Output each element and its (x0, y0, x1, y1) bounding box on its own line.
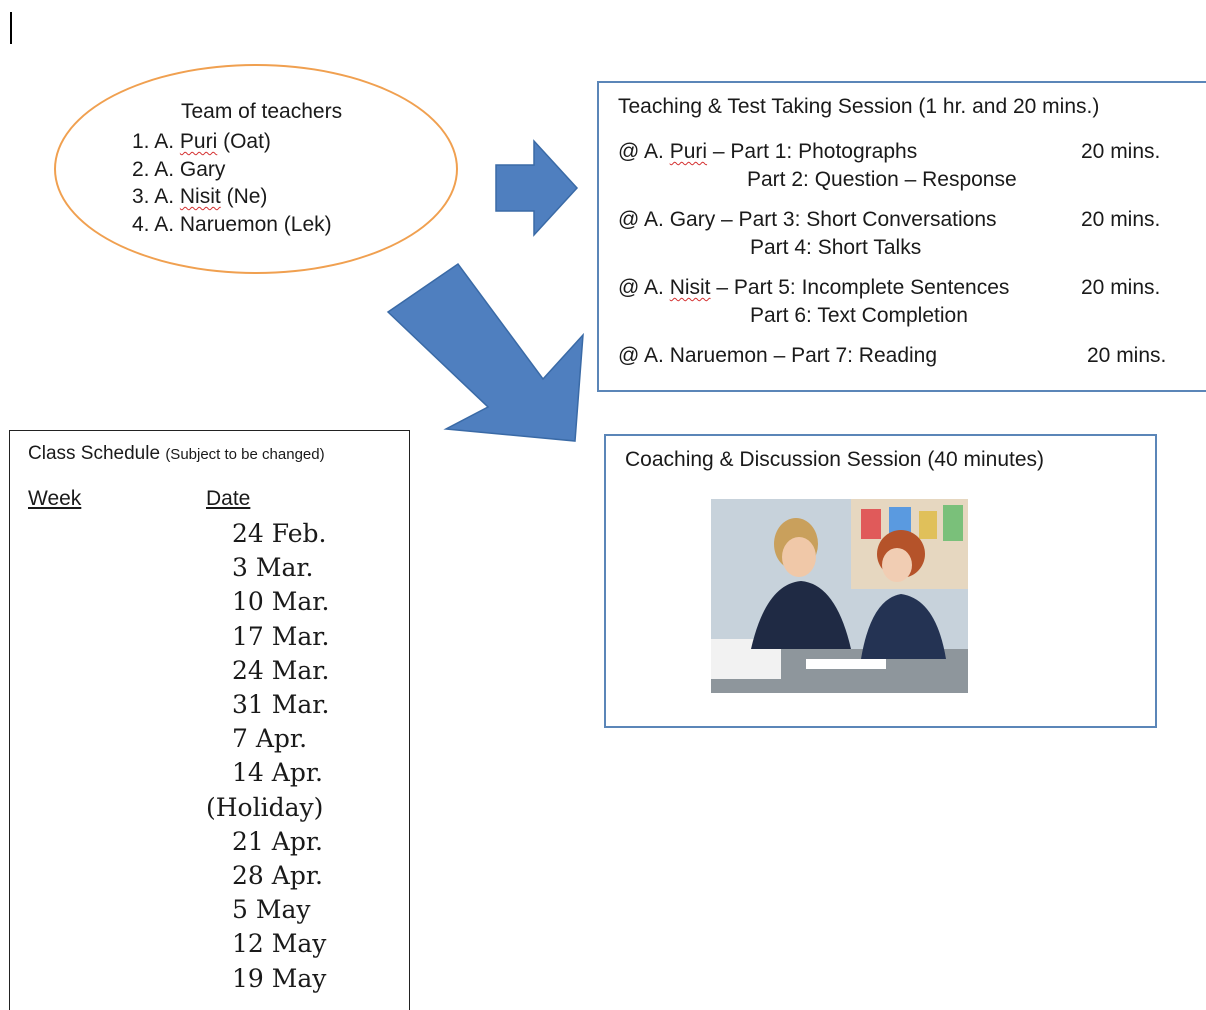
teaching-session-box: Teaching & Test Taking Session (1 hr. an… (597, 81, 1206, 392)
teacher-name: Naruemon (179, 212, 278, 236)
date-item: 21 Apr. (232, 826, 323, 856)
date-list: 24 Feb. 3 Mar. 10 Mar. 17 Mar. 24 Mar. 3… (206, 517, 329, 996)
date-item: 19 May (232, 963, 327, 993)
teacher-name: Puri (179, 130, 218, 153)
team-title: Team of teachers (181, 100, 343, 123)
schedule-note: (Subject to be changed) (165, 446, 325, 463)
date-header: Date (206, 487, 251, 510)
class-schedule-box: Class Schedule (Subject to be changed) W… (9, 430, 410, 1010)
session-line: @ A. Nisit – Part 5: Incomplete Sentence… (618, 276, 1010, 299)
team-member: 1. A. Puri (Oat) (132, 130, 271, 153)
date-item: 14 Apr. (232, 758, 323, 788)
week-header: Week (28, 487, 82, 510)
diagonal-arrow-icon (386, 262, 584, 442)
teacher-student-photo (711, 499, 968, 693)
date-item: 17 Mar. (232, 621, 330, 651)
session-duration: 20 mins. (1087, 344, 1167, 367)
date-item: 3 Mar. (232, 553, 314, 583)
date-item: 12 May (232, 929, 327, 959)
date-item: 10 Mar. (232, 587, 330, 617)
team-ellipse (54, 64, 458, 274)
text-cursor (10, 12, 12, 44)
session-line: Part 2: Question – Response (747, 168, 1017, 191)
coaching-session-box: Coaching & Discussion Session (40 minute… (604, 434, 1157, 728)
session-duration: 20 mins. (1081, 208, 1161, 231)
date-item: 7 Apr. (232, 724, 308, 754)
session-duration: 20 mins. (1081, 276, 1161, 299)
right-arrow-icon (495, 139, 579, 237)
date-item: 31 Mar. (232, 690, 330, 720)
session-line: @ A. Naruemon – Part 7: Reading (618, 344, 938, 367)
date-item: (Holiday) (206, 792, 324, 822)
schedule-title: Class Schedule (Subject to be changed) (28, 443, 325, 464)
teacher-name: Gary (179, 157, 226, 181)
session-line: @ A. Gary – Part 3: Short Conversations (618, 208, 997, 231)
team-member: 4. A. Naruemon (Lek) (132, 212, 332, 236)
coaching-session-title: Coaching & Discussion Session (40 minute… (625, 448, 1045, 471)
session-line: @ A. Puri – Part 1: Photographs (618, 140, 918, 163)
date-item: 24 Feb. (232, 519, 327, 548)
teacher-name: Nisit (179, 185, 221, 208)
date-item: 24 Mar. (232, 655, 330, 685)
team-member: 3. A. Nisit (Ne) (132, 185, 268, 208)
date-item: 5 May (232, 895, 311, 925)
session-line: Part 4: Short Talks (750, 236, 922, 259)
session-duration: 20 mins. (1081, 140, 1161, 163)
date-item: 28 Apr. (232, 861, 323, 891)
team-list: 1. A. Puri (Oat) 2. A. Gary 3. A. Nisit … (132, 128, 332, 238)
teaching-session-title: Teaching & Test Taking Session (1 hr. an… (618, 95, 1100, 118)
team-member: 2. A. Gary (132, 157, 226, 181)
session-line: Part 6: Text Completion (750, 304, 968, 327)
